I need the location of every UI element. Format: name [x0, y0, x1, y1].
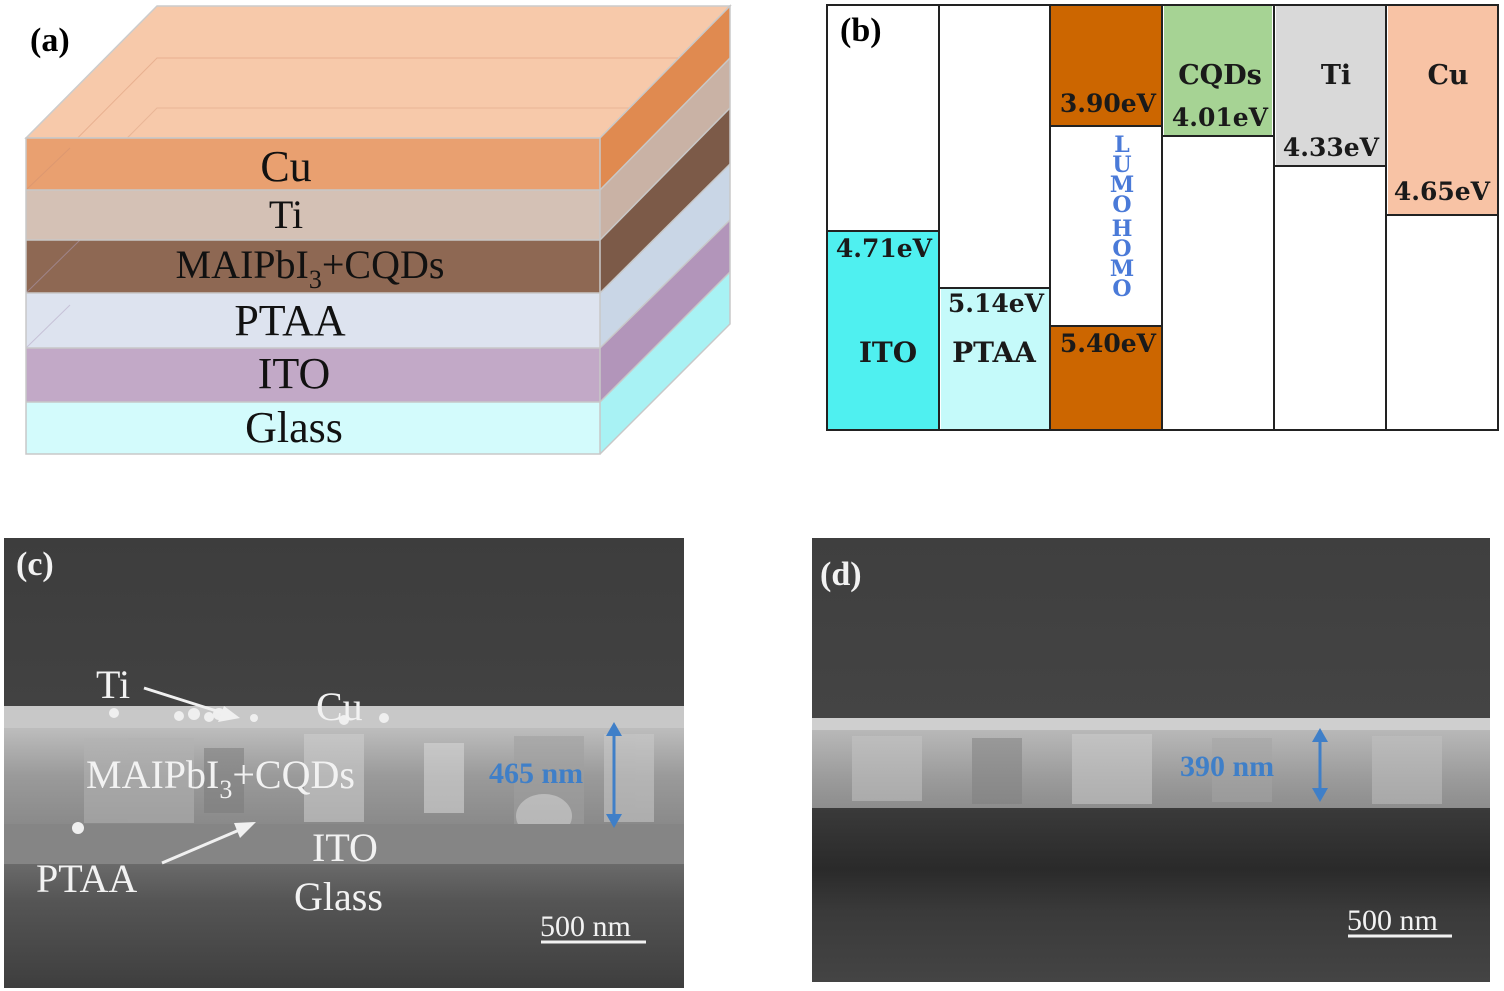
sem-d-thickness-arrow-top — [1312, 728, 1328, 742]
layer-label-ptaa: PTAA — [234, 296, 346, 345]
value-ito: 4.71eV — [836, 234, 933, 263]
svg-text:M: M — [1110, 256, 1134, 282]
layer-label-glass: Glass — [245, 403, 343, 452]
panel-c-label: (c) — [16, 546, 54, 583]
sem-c-label-cu: Cu — [316, 684, 363, 729]
svg-text:L: L — [1114, 132, 1129, 158]
front-ghost-diag-3 — [25, 304, 71, 349]
sem-d-scale-label: 500 nm — [1347, 904, 1438, 937]
sem-c-label-ptaa: PTAA — [36, 856, 137, 901]
sem-c-label-ito: ITO — [312, 825, 378, 870]
value-homo: 5.40eV — [1060, 329, 1157, 358]
front-ghost-diag — [25, 147, 71, 191]
sem-d-thickness-label: 390 nm — [1180, 750, 1274, 783]
band-lumo-fill — [1050, 5, 1162, 126]
layer-stack-diagram: Cu Ti MAIPbI3+CQDs PTAA ITO Glass — [24, 4, 732, 455]
name-cqds: CQDs — [1178, 60, 1262, 91]
side-ti — [600, 58, 730, 240]
panel-a-label: (a) — [30, 22, 70, 59]
energy-band-diagram: 4.71eV ITO 5.14eV PTAA 3.90eV 5.40eV L U… — [826, 4, 1499, 431]
name-ptaa: PTAA — [952, 336, 1037, 369]
sem-d-grains — [852, 734, 1442, 804]
sem-c-label-perovskite: MAIPbI3+CQDs — [86, 752, 355, 804]
sem-c-ptaa-pointer — [161, 826, 245, 865]
svg-text:O: O — [1112, 276, 1131, 302]
front-ti — [26, 190, 600, 240]
svg-text:O: O — [1112, 236, 1131, 262]
band-ptaa-fill — [941, 288, 1049, 430]
side-glass — [600, 272, 730, 454]
front-ghost-diag-2 — [25, 239, 81, 294]
sem-c-ti-pointer — [143, 686, 227, 716]
sem-c-thickness-label: 465 nm — [489, 757, 583, 790]
sem-c-ti-arrowhead — [218, 706, 240, 722]
value-lumo: 3.90eV — [1060, 89, 1157, 118]
sem-c-thickness-arrow-bottom — [606, 814, 622, 828]
sem-c-glass-layer — [4, 864, 684, 988]
layer-label-ti: Ti — [269, 192, 303, 237]
side-ptaa — [600, 164, 730, 348]
svg-text:H: H — [1112, 216, 1133, 242]
band-ti-fill — [1276, 5, 1386, 166]
sem-d-thickness-arrow-bottom — [1312, 788, 1328, 802]
sem-d-surface-edge — [812, 718, 1490, 732]
side-perovskite — [600, 108, 730, 293]
band-homo-fill — [1050, 326, 1162, 430]
front-cu — [26, 138, 600, 190]
panel-b-label: (b) — [840, 12, 882, 49]
value-cu: 4.65eV — [1394, 177, 1491, 206]
band-ito-fill — [827, 231, 939, 430]
sem-d-substrate — [812, 808, 1490, 982]
value-ptaa: 5.14eV — [948, 289, 1045, 318]
value-ti: 4.33eV — [1283, 133, 1380, 162]
sem-c-label-ti: Ti — [96, 662, 130, 707]
name-cu: Cu — [1427, 60, 1468, 91]
svg-text:M: M — [1110, 172, 1134, 198]
layer-label-cu: Cu — [260, 142, 311, 191]
front-ptaa — [26, 293, 600, 348]
sem-c-ito-layer — [4, 824, 684, 864]
name-ito: ITO — [859, 336, 917, 369]
front-perovskite — [26, 240, 600, 293]
sem-image-c: Ti Cu MAIPbI3+CQDs PTAA ITO Glass 465 nm… — [4, 538, 684, 988]
sem-c-thickness-arrow-top — [606, 722, 622, 736]
svg-text:U: U — [1112, 152, 1131, 178]
name-ti: Ti — [1321, 60, 1351, 91]
band-cu-fill — [1388, 5, 1498, 215]
value-cqds: 4.01eV — [1172, 103, 1269, 132]
side-cu — [600, 6, 730, 190]
layer-label-perovskite: MAIPbI3+CQDs — [176, 242, 445, 294]
sem-c-scale-label: 500 nm — [540, 910, 631, 943]
front-glass — [26, 402, 600, 454]
panel-d-label: (d) — [820, 556, 862, 593]
side-ito — [600, 220, 730, 402]
sem-c-ptaa-arrowhead — [234, 822, 256, 838]
band-cqds-fill — [1164, 5, 1272, 136]
vertical-lumo-homo-label: L U M O H O M O — [1110, 132, 1134, 302]
front-ito — [26, 348, 600, 402]
svg-text:O: O — [1112, 192, 1131, 218]
sem-image-d: 390 nm 500 nm — [812, 538, 1490, 982]
sem-c-label-glass: Glass — [294, 874, 383, 919]
layer-label-ito: ITO — [258, 349, 331, 398]
